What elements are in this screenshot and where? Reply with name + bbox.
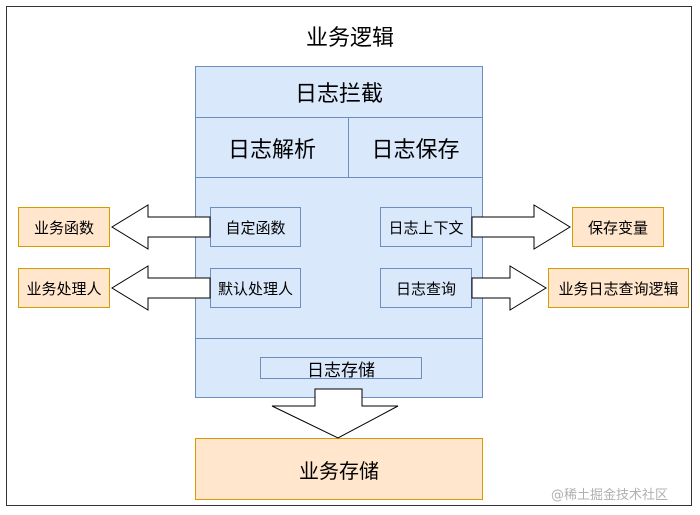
log-storage-box: 日志存储 — [260, 357, 422, 381]
outer-frame — [6, 6, 692, 506]
save-variables-box: 保存变量 — [572, 207, 664, 247]
log-interceptor-header: 日志拦截 — [294, 82, 383, 107]
watermark: @稀土掘金技术社区 — [551, 488, 669, 503]
business-function-box: 业务函数 — [18, 207, 110, 247]
business-handler-box: 业务处理人 — [18, 268, 110, 308]
arrow-down-business-storage — [271, 388, 399, 439]
default-handler-box: 默认处理人 — [210, 268, 301, 308]
arrow-left-business-handler — [111, 265, 211, 311]
log-context-box: 日志上下文 — [380, 207, 472, 247]
log-save-box: 日志保存 — [348, 117, 483, 178]
storage-section — [195, 338, 483, 398]
arrow-right-save-variables — [471, 204, 571, 250]
business-storage-box: 业务存储 — [195, 438, 483, 500]
diagram-title: 业务逻辑 — [305, 26, 394, 51]
log-query-box: 日志查询 — [380, 268, 472, 308]
arrow-right-business-query — [471, 265, 547, 311]
business-query-logic-box: 业务日志查询逻辑 — [548, 268, 689, 308]
arrow-left-business-function — [111, 204, 211, 250]
log-parse-box: 日志解析 — [195, 117, 349, 178]
